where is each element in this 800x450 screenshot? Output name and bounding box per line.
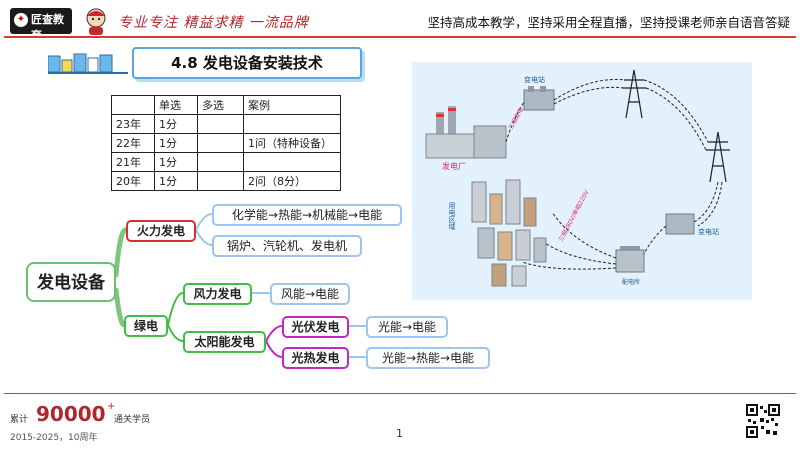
title-box: 4.8 发电设备安装技术 <box>132 47 362 79</box>
node-green-power: 绿电 <box>124 315 168 337</box>
connector-solar-pv <box>265 325 283 342</box>
mindmap-root: 发电设备 <box>26 262 116 302</box>
transmission-tower-icon <box>706 131 730 183</box>
footer-count-label: 累计 <box>10 415 29 425</box>
connector-thermal-2 <box>195 229 213 246</box>
node-wind-desc: 风能→电能 <box>270 283 350 305</box>
table-row: 20年 1分 2问（8分） <box>111 171 341 191</box>
connector-green-wind <box>167 292 184 326</box>
connector-thermal-1 <box>195 213 213 231</box>
footer-divider <box>4 393 796 394</box>
table-cell: 1问（特种设备） <box>243 133 341 153</box>
footer-count-suffix: 通关学员 <box>114 415 151 425</box>
connector-solar-thermal <box>265 340 283 358</box>
exam-score-table: 单选 多选 案例 23年 1分 22年 1分 1问（特种设备） 21年 1分 2… <box>111 95 341 191</box>
footer-years: 2015-2025，10周年 <box>10 433 98 443</box>
power-plant-icon <box>425 106 507 159</box>
header-divider <box>4 36 796 38</box>
node-wind-power: 风力发电 <box>183 283 252 305</box>
node-solar-thermal-desc: 光能→热能→电能 <box>366 347 490 369</box>
node-pv-power: 光伏发电 <box>282 316 349 338</box>
table-row: 21年 1分 <box>111 152 341 172</box>
table-cell: 1分 <box>154 152 198 172</box>
connector-root-green <box>113 287 127 328</box>
node-solar-thermal: 光热发电 <box>282 347 349 369</box>
substation-right-icon <box>665 213 695 235</box>
table-cell: 21年 <box>111 152 155 172</box>
city-buildings-icon <box>471 179 547 287</box>
table-cell: 1分 <box>154 171 198 191</box>
table-row: 23年 1分 <box>111 114 341 134</box>
node-thermal-process: 化学能→热能→机械能→电能 <box>212 204 402 226</box>
label-user-area: 用电区域 <box>448 202 456 230</box>
label-power-plant: 发电厂 <box>442 161 466 171</box>
label-distribution: 配电所 <box>622 278 640 286</box>
power-grid-illustration: 发电厂 变电站 三相发电 变电站 配电所 三相380V/单相220V <box>412 62 752 300</box>
footer-count-plus: + <box>107 401 116 412</box>
node-thermal-equipment: 锅炉、汽轮机、发电机 <box>212 235 362 257</box>
table-row: 22年 1分 1问（特种设备） <box>111 133 341 153</box>
page-title: 4.8 发电设备安装技术 <box>171 54 323 72</box>
connector-green-solar <box>167 324 184 342</box>
label-substation-right: 变电站 <box>698 227 719 236</box>
table-cell: 23年 <box>111 114 155 134</box>
transmission-lines <box>505 78 723 227</box>
brand-logo: ✦ 匠查教育 <box>10 8 72 42</box>
title-decoration-icon <box>48 53 128 74</box>
distribution-station-icon <box>615 246 645 273</box>
mascot-icon <box>86 8 106 35</box>
header-tagline: 坚持高成本教学，坚持采用全程直播，坚持授课老师亲自语音答疑 <box>427 15 790 30</box>
label-substation-top: 变电站 <box>524 75 545 84</box>
transmission-tower-icon <box>622 69 646 119</box>
logo-text: 匠查教育 <box>31 13 64 42</box>
slogan-script: 专业专注 精益求精 一流品牌 <box>118 15 309 31</box>
node-solar-power: 太阳能发电 <box>183 331 266 353</box>
qr-code-icon <box>746 404 780 438</box>
table-header-row: 单选 多选 案例 <box>111 95 341 115</box>
page-number: 1 <box>396 427 403 440</box>
footer-student-count: 90000 <box>36 402 106 426</box>
logo-icon: ✦ <box>14 13 28 27</box>
node-pv-desc: 光能→电能 <box>366 316 448 338</box>
connector-root-thermal <box>113 227 129 278</box>
table-cell: 2问（8分） <box>243 171 341 191</box>
node-thermal-power: 火力发电 <box>126 220 196 242</box>
substation-top-icon <box>523 86 555 111</box>
illustration-background <box>412 62 752 300</box>
